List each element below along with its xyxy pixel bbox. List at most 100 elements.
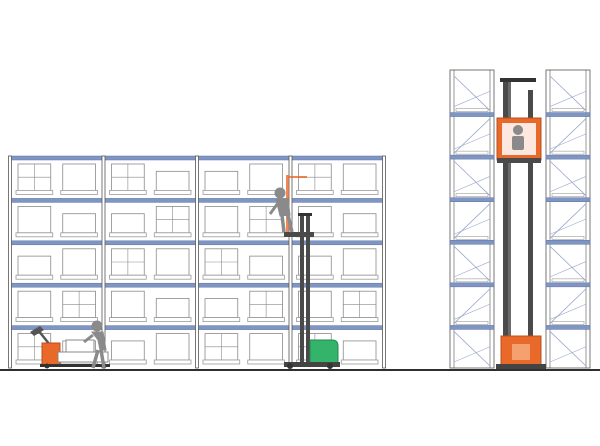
bracing (453, 346, 491, 363)
bracing (549, 133, 587, 150)
bracing (549, 160, 587, 197)
cab-operator (512, 125, 524, 150)
bracing (549, 91, 587, 107)
stored-box (155, 170, 190, 191)
bracing (549, 346, 587, 363)
narrow-aisle-rack (449, 69, 591, 369)
pallet (15, 317, 54, 323)
stored-box (155, 248, 190, 276)
pallet (296, 274, 334, 280)
pallet (247, 274, 285, 280)
narrow-pallet (551, 193, 585, 198)
pallet (340, 189, 379, 195)
narrow-rack-beam (449, 325, 495, 330)
narrow-rack-beam (545, 325, 591, 330)
bracing (549, 245, 587, 282)
picker-operator (268, 187, 294, 233)
pallet (109, 274, 147, 280)
pallet (296, 317, 334, 323)
stored-box (111, 213, 145, 234)
narrow-rack-beam (449, 112, 495, 117)
narrow-rack-frame (545, 69, 591, 369)
bracing (549, 118, 587, 154)
narrow-pallet (455, 193, 489, 198)
turret-mast-left (503, 80, 508, 367)
pallet (153, 232, 192, 238)
narrow-pallet (455, 235, 489, 240)
stored-box (111, 290, 145, 319)
bracing (453, 160, 491, 197)
pallet (60, 189, 98, 195)
bracing (453, 203, 491, 239)
operator-figure (83, 320, 107, 369)
pallet (153, 274, 192, 280)
bracing (549, 331, 587, 367)
stored-box (204, 298, 239, 318)
stored-box (204, 205, 239, 234)
stored-box (17, 205, 52, 234)
pallet (340, 274, 379, 280)
narrow-pallet (455, 108, 489, 112)
narrow-pallet (551, 108, 585, 112)
pallet (340, 232, 379, 238)
narrow-rack-beam (545, 112, 591, 117)
tiller-handle (30, 326, 44, 336)
narrow-pallet (551, 321, 585, 325)
pallet (109, 232, 147, 238)
stored-box (111, 340, 145, 361)
pallet (15, 232, 54, 238)
pallet-truck (30, 320, 110, 369)
rack-upright (8, 155, 12, 369)
bracing (549, 203, 587, 239)
pallet (340, 359, 379, 365)
stored-box (62, 248, 96, 276)
narrow-rack-frame (449, 69, 495, 369)
truck-body (41, 342, 61, 366)
pallet (340, 317, 379, 323)
pallet (109, 317, 147, 323)
stored-box (342, 163, 377, 191)
narrow-pallet (455, 278, 489, 283)
narrow-rack-beam (449, 240, 495, 245)
pallet (202, 317, 241, 323)
bracing (549, 75, 587, 111)
pallet (296, 189, 334, 195)
bracing (453, 176, 491, 192)
picker-chassis (309, 339, 339, 366)
order-picker-truck (268, 175, 340, 369)
pallet (153, 189, 192, 195)
bracing (453, 245, 491, 282)
pallet (153, 317, 192, 323)
pallet (15, 274, 54, 280)
picker-platform (284, 232, 314, 237)
pallet (60, 274, 98, 280)
stored-box (342, 340, 377, 361)
pallet (247, 359, 285, 365)
narrow-rack-beam (449, 282, 495, 288)
narrow-rack-beam (545, 282, 591, 288)
narrow-pallet (551, 150, 585, 155)
narrow-rack-beam (449, 154, 495, 160)
narrow-rack-beam (545, 154, 591, 160)
rack-upright (382, 155, 386, 369)
pallet (109, 189, 147, 195)
bracing (453, 75, 491, 111)
bracing (549, 288, 587, 324)
narrow-rack-beam (449, 197, 495, 202)
turret-mast-right (528, 90, 533, 367)
bracing (549, 261, 587, 278)
stored-box (62, 163, 96, 191)
stored-box (204, 170, 239, 191)
picker-mast-left (300, 215, 304, 367)
pallet (247, 317, 285, 323)
pallet (109, 359, 147, 365)
stored-box (155, 298, 190, 318)
narrow-rack-beam (545, 197, 591, 202)
pallet (202, 232, 241, 238)
pallet (15, 189, 54, 195)
rack-upright (195, 155, 199, 369)
bracing (453, 303, 491, 320)
narrow-pallet (455, 321, 489, 325)
stored-box (342, 248, 377, 276)
bracing (453, 118, 491, 154)
